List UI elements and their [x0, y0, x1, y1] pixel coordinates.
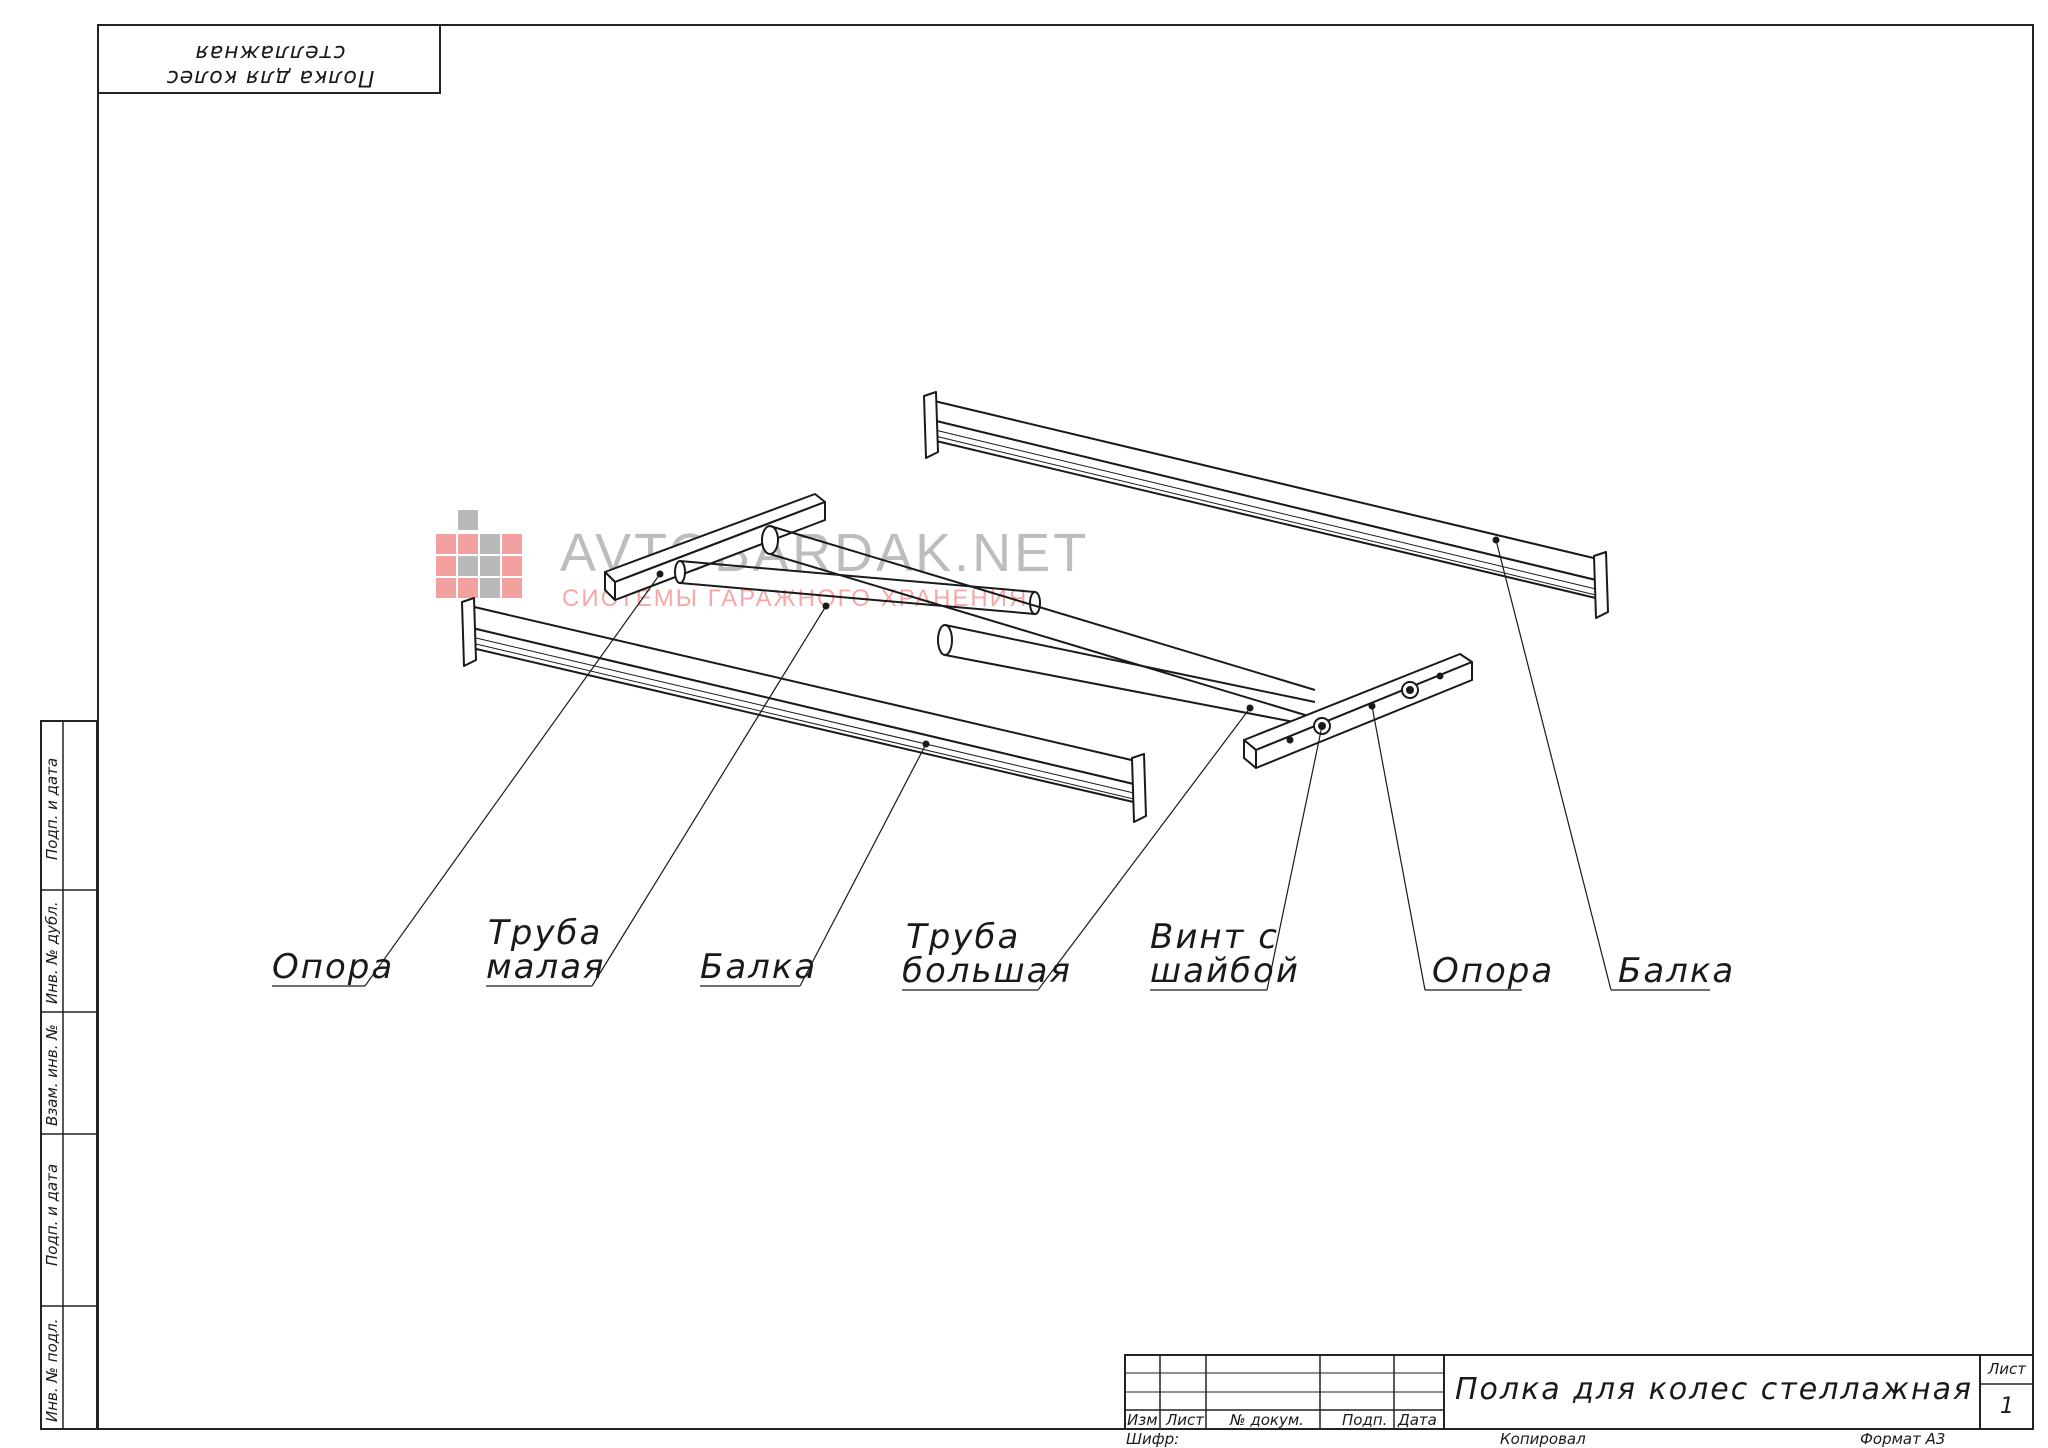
callout-truba-bolshaya-line2: большая — [902, 951, 1072, 991]
tb-sheet-number: 1 — [2000, 1394, 2014, 1419]
beam-back — [923, 391, 1609, 619]
title-block-grid — [1124, 1354, 2034, 1430]
side-stamp-grid — [40, 720, 98, 1430]
side-stamp: Подп. и дата Инв. № дубл. Взам. инв. № П… — [40, 720, 98, 1430]
top-stamp-box — [97, 24, 441, 94]
tb-title: Полка для колес стеллажная — [1455, 1372, 1973, 1407]
tube-large — [769, 525, 1316, 727]
tb-kopiroval: Копировал — [1500, 1430, 1586, 1448]
support-left — [604, 493, 826, 601]
tb-header-list: Лист — [1166, 1411, 1205, 1429]
callout-balka-left: Балка — [700, 947, 818, 987]
leader-lines — [272, 539, 1710, 991]
callout-truba-malaya-line2: малая — [486, 947, 606, 987]
tb-header-dokum: № докум. — [1230, 1411, 1304, 1429]
drawing-frame — [97, 24, 2034, 1430]
callout-truba-bolshaya-line1: Труба — [906, 917, 1021, 957]
tube-small — [674, 525, 1041, 615]
tb-shifr: Шифр: — [1126, 1430, 1180, 1448]
callout-vint-line2: шайбой — [1150, 951, 1300, 991]
callout-vint-line1: Винт с — [1150, 917, 1279, 957]
support-right — [1243, 653, 1473, 769]
callout-opora-left: Опора — [272, 947, 395, 987]
callout-balka-right: Балка — [1618, 951, 1736, 991]
callout-truba-malaya-line1: Труба — [488, 913, 603, 953]
beam-front — [461, 597, 1147, 823]
tb-header-izm: Изм — [1127, 1411, 1158, 1429]
tb-sheet-label: Лист — [1988, 1360, 2027, 1378]
tb-header-data: Дата — [1398, 1411, 1437, 1429]
callout-opora-right: Опора — [1432, 951, 1555, 991]
tb-header-podp: Подп. — [1342, 1411, 1388, 1429]
title-block: Изм Лист № докум. Подп. Дата Полка для к… — [1124, 1354, 2034, 1430]
tb-format: Формат А3 — [1860, 1430, 1946, 1448]
